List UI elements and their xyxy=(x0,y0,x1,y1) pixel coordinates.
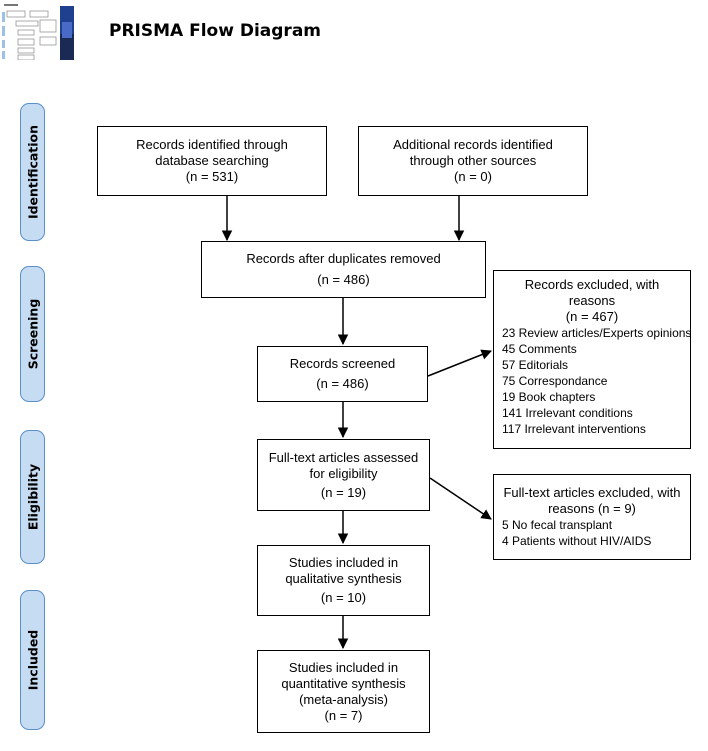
arrow-screened-to-excluded xyxy=(427,349,492,377)
phase-included-label: Included xyxy=(25,629,40,691)
box-qualitative-count: (n = 10) xyxy=(320,590,367,605)
excluded-reason: 45 Comments xyxy=(502,342,577,356)
box-other-line1: Additional records identified xyxy=(393,137,553,152)
phase-screening: Screening xyxy=(20,266,45,402)
excluded-reason: 19 Book chapters xyxy=(502,390,596,404)
box-database-search: Records identified through database sear… xyxy=(97,126,327,196)
box-quantitative-line1: Studies included in xyxy=(288,659,399,675)
fulltext-excluded-reason: 5 No fecal transplant xyxy=(502,518,613,532)
excluded-reason: 141 Irrelevant conditions xyxy=(502,406,633,420)
box-duplicates-line1: Records after duplicates removed xyxy=(246,251,441,266)
diagram-thumbnail xyxy=(2,2,74,60)
box-records-excluded: Records excluded, with reasons (n = 467)… xyxy=(493,270,691,449)
excluded-reason: 117 Irrelevant interventions xyxy=(502,422,646,436)
fulltext-excluded-reason: 4 Patients without HIV/AIDS xyxy=(502,534,652,548)
box-other-line2: through other sources xyxy=(409,153,537,168)
phase-identification: Identification xyxy=(20,103,45,241)
box-other-sources: Additional records identified through ot… xyxy=(358,126,588,196)
box-qualitative-synthesis: Studies included in qualitative synthesi… xyxy=(257,545,430,616)
box-quantitative-count: (n = 7) xyxy=(324,707,363,723)
box-qualitative-line2: qualitative synthesis xyxy=(285,571,402,586)
box-fulltext-excluded: Full-text articles excluded, with reason… xyxy=(493,474,691,560)
phase-included: Included xyxy=(20,590,45,730)
box-duplicates-count: (n = 486) xyxy=(317,272,370,287)
box-fulltext-line2: for eligibility xyxy=(309,465,378,481)
excluded-heading-line2: (n = 467) xyxy=(565,309,619,324)
box-quantitative-synthesis: Studies included in quantitative synthes… xyxy=(257,650,430,733)
box-fulltext-line1: Full-text articles assessed xyxy=(268,449,419,465)
arrow-fulltext-to-excluded xyxy=(429,477,492,520)
fulltext-excluded-heading-line1: Full-text articles excluded, with xyxy=(503,485,681,500)
box-database-count: (n = 531) xyxy=(185,169,239,184)
box-after-duplicates: Records after duplicates removed (n = 48… xyxy=(201,241,486,298)
box-fulltext-count: (n = 19) xyxy=(320,484,367,500)
page-title: PRISMA Flow Diagram xyxy=(109,21,322,41)
phase-eligibility-label: Eligibility xyxy=(25,463,40,531)
phase-identification-label: Identification xyxy=(25,124,40,220)
box-database-line1: Records identified through xyxy=(136,137,288,152)
box-quantitative-line2: quantitative synthesis xyxy=(281,675,406,691)
excluded-reason: 23 Review articles/Experts opinions xyxy=(502,326,692,340)
phase-screening-label: Screening xyxy=(25,298,40,370)
fulltext-excluded-heading-line2: reasons (n = 9) xyxy=(548,501,636,516)
excluded-reason: 57 Editorials xyxy=(502,358,569,372)
excluded-heading-line1: Records excluded, with reasons xyxy=(524,277,660,308)
box-quantitative-line3: (meta-analysis) xyxy=(299,691,388,707)
box-screened-line1: Records screened xyxy=(289,356,396,371)
phase-eligibility: Eligibility xyxy=(20,430,45,564)
excluded-reason: 75 Correspondance xyxy=(502,374,608,388)
box-qualitative-line1: Studies included in xyxy=(288,555,399,570)
box-other-count: (n = 0) xyxy=(454,169,492,184)
box-records-screened: Records screened (n = 486) xyxy=(257,346,428,402)
box-screened-count: (n = 486) xyxy=(316,376,369,391)
box-fulltext-assessed: Full-text articles assessed for eligibil… xyxy=(257,439,430,511)
box-database-line2: database searching xyxy=(155,153,269,168)
